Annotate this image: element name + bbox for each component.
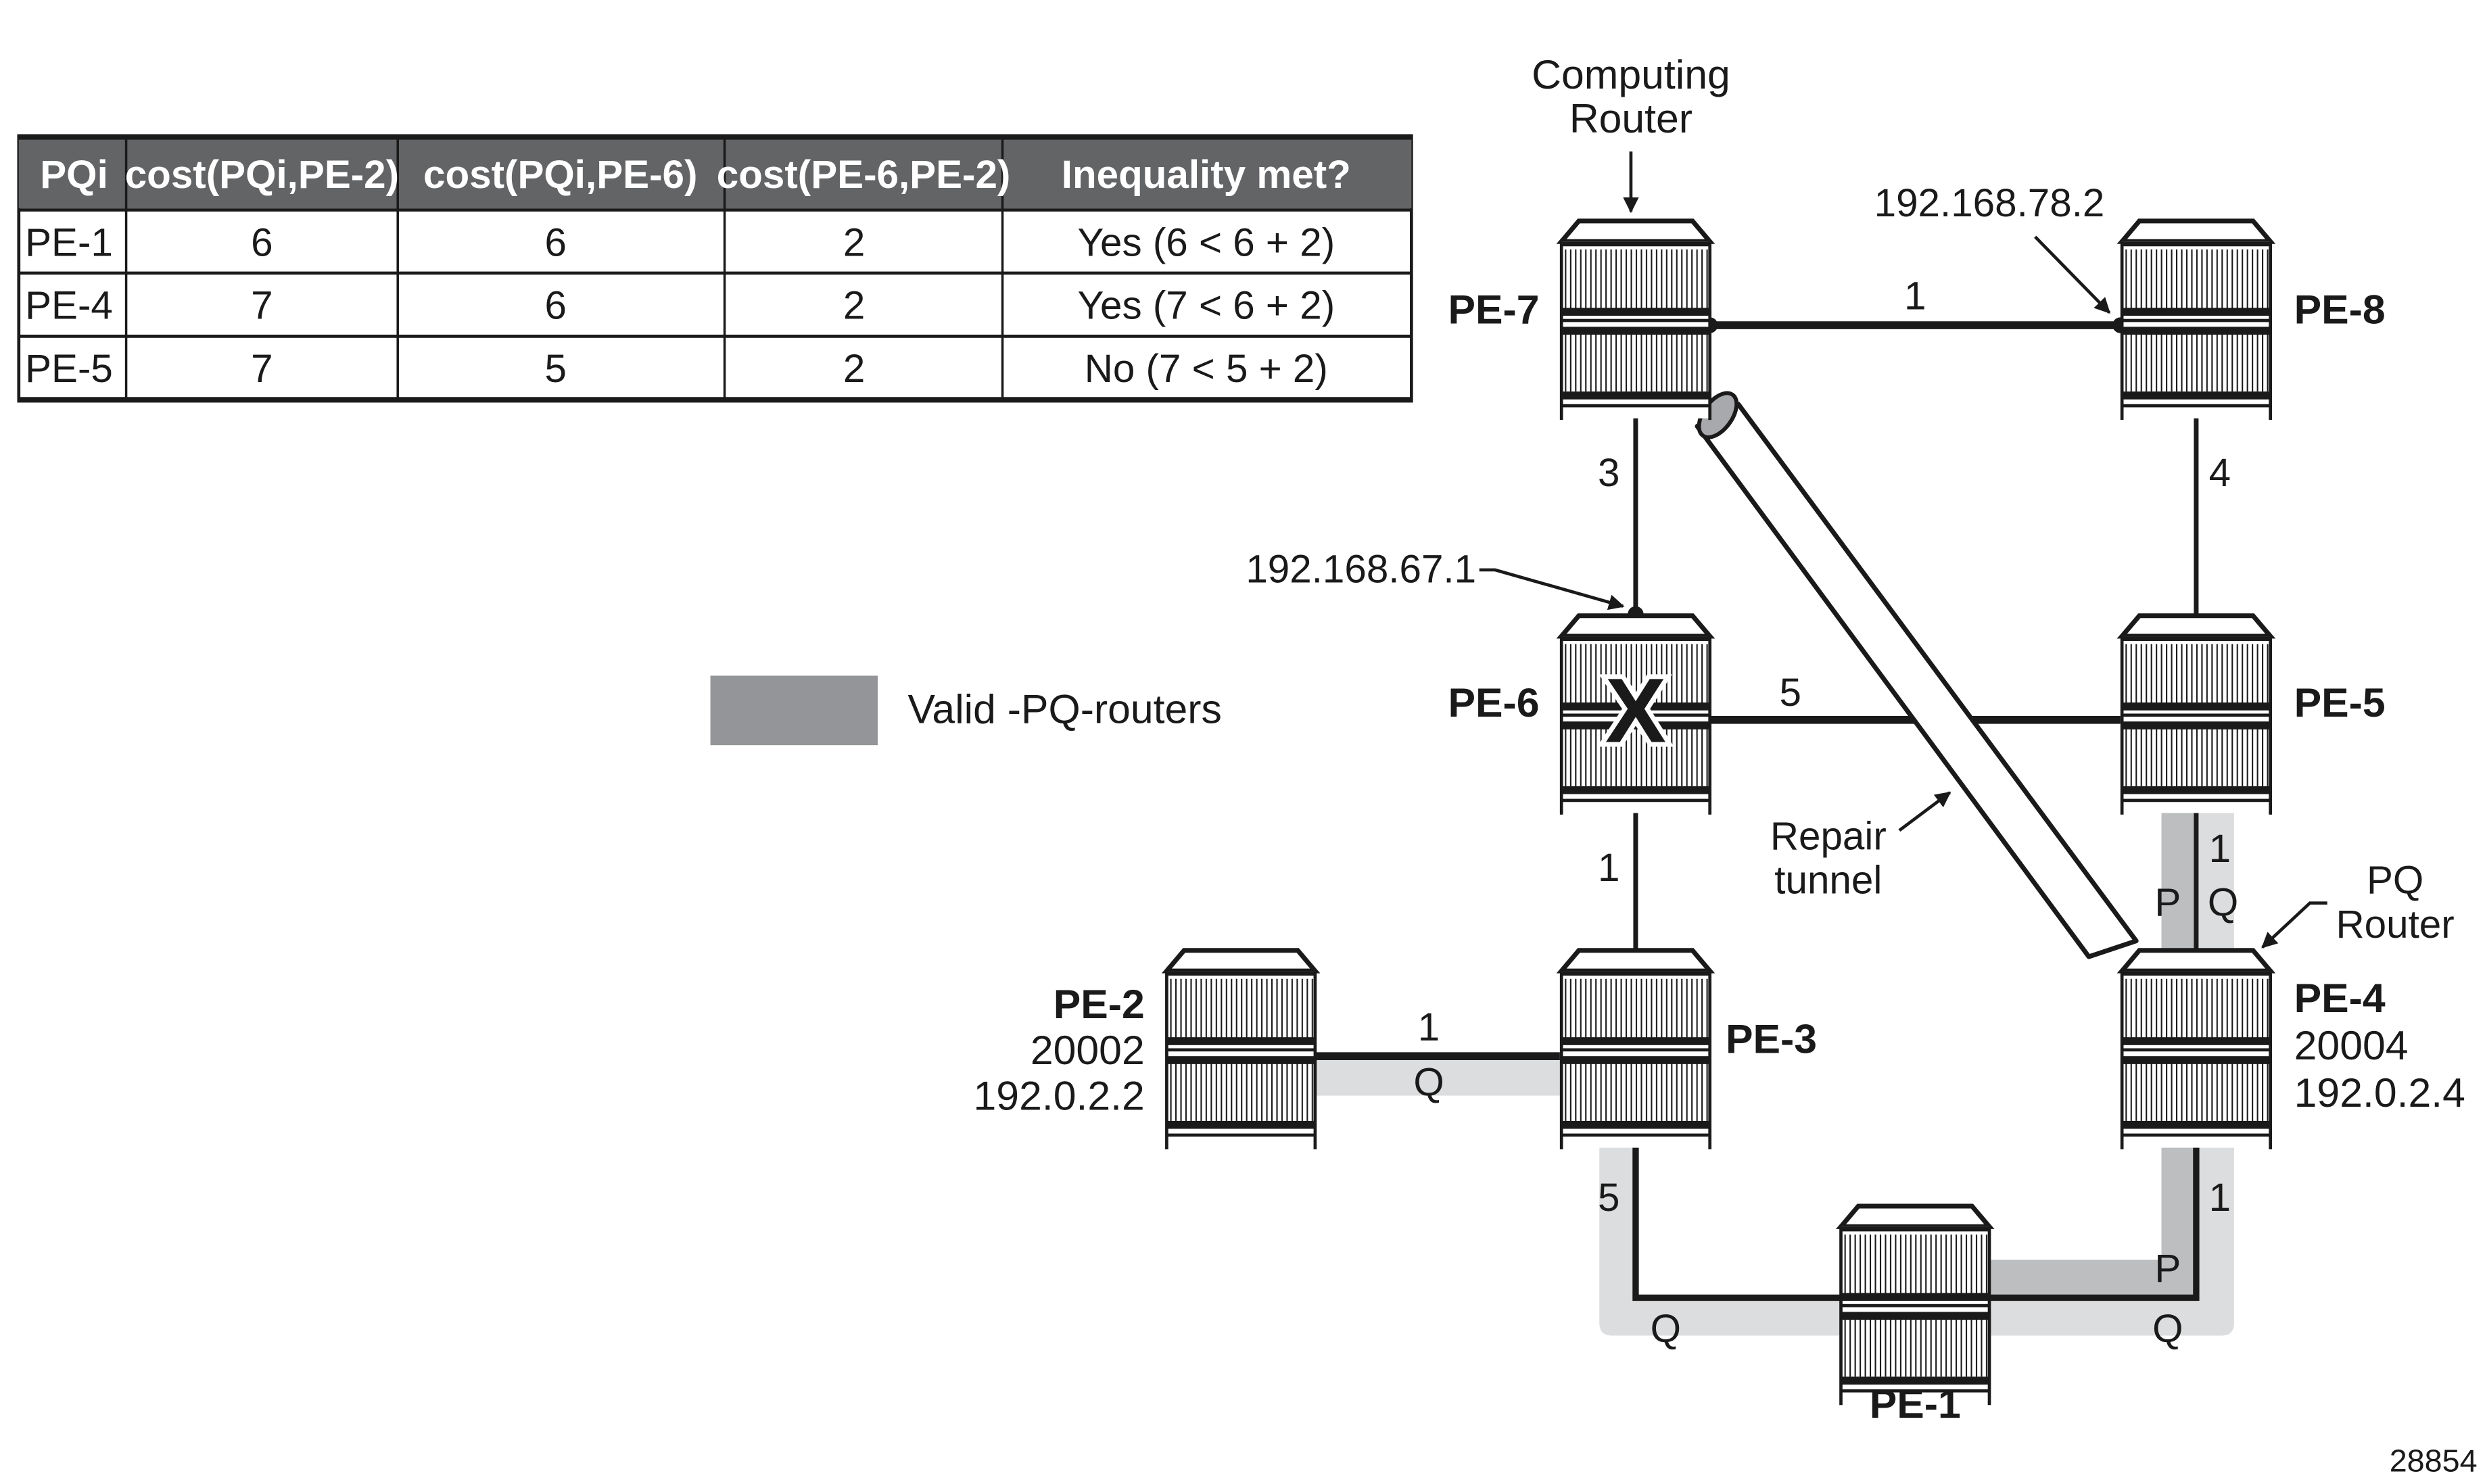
metric-pe7-pe8: 1	[1904, 274, 1926, 318]
pe8-interface-ip: 192.168.78.2	[1874, 181, 2105, 225]
table-header-cost-pe6-pe2: cost(PE-6,PE-2)	[717, 153, 1011, 197]
table-cell: No (7 < 5 + 2)	[1085, 347, 1328, 391]
router-pe7[interactable]	[1561, 221, 1710, 420]
metric-pe2-pe3: 1	[1418, 1005, 1440, 1049]
table-cell: 7	[251, 347, 273, 391]
pq-inequality-table: PQi cost(PQi,PE-2) cost(PQi,PE-6) cost(P…	[17, 134, 1413, 403]
router-sid-pe4: 20004	[2294, 1022, 2409, 1068]
q-marker: Q	[2208, 880, 2238, 924]
pq-router-label: Router	[2336, 903, 2455, 947]
table-row: PE-1 6 6 2 Yes (6 < 6 + 2)	[25, 220, 1335, 264]
computing-router-label: Computing	[1532, 51, 1730, 97]
metric-pe5-pe4: 1	[2209, 827, 2231, 871]
table-cell: 2	[843, 347, 865, 391]
table-cell: 5	[544, 347, 566, 391]
router-label-pe6: PE-6	[1448, 679, 1540, 725]
table-cell: PE-4	[25, 284, 113, 328]
legend-label: Valid -PQ-routers	[907, 686, 1221, 732]
table-cell: 6	[251, 220, 273, 264]
table-header-cost-pqi-pe6: cost(PQi,PE-6)	[423, 153, 697, 197]
router-pe8[interactable]	[2122, 221, 2271, 420]
table-cell: PE-5	[25, 347, 113, 391]
router-ip-pe2: 192.0.2.2	[974, 1073, 1145, 1119]
router-ip-pe4: 192.0.2.4	[2294, 1070, 2465, 1116]
table-row: PE-5 7 5 2 No (7 < 5 + 2)	[25, 347, 1328, 391]
repair-tunnel-label: Repair	[1770, 814, 1887, 858]
router-pe5[interactable]	[2122, 616, 2271, 815]
table-cell: PE-1	[25, 220, 113, 264]
router-label-pe8: PE-8	[2294, 287, 2386, 333]
router-pe1[interactable]	[1841, 1206, 1990, 1405]
link-pe4-pe1	[1989, 1128, 2200, 1301]
table-cell: 2	[843, 220, 865, 264]
table-header-bg	[18, 139, 1412, 209]
figure-id: 28854	[2390, 1443, 2478, 1478]
router-label-pe7: PE-7	[1448, 287, 1540, 333]
table-cell: 7	[251, 284, 273, 328]
pq-router-label: PQ	[2367, 859, 2423, 903]
router-pe2[interactable]	[1166, 951, 1315, 1149]
pe6-interface-ip: 192.168.67.1	[1246, 548, 1476, 592]
metric-pe6-pe3: 1	[1598, 846, 1619, 890]
metric-pe3-pe1: 5	[1598, 1176, 1619, 1220]
pq-router-arrow-icon	[2261, 901, 2327, 949]
table-cell: Yes (7 < 6 + 2)	[1077, 284, 1335, 328]
link-pe3-pe1	[1632, 1128, 1841, 1301]
router-label-pe5: PE-5	[2294, 679, 2386, 725]
router-pe4[interactable]	[2122, 951, 2271, 1149]
legend-swatch	[710, 675, 878, 746]
q-space-region	[1315, 1057, 1560, 1096]
table-header-inequality: Inequality met?	[1062, 153, 1351, 197]
table-cell: 6	[544, 220, 566, 264]
metric-pe8-pe5: 4	[2209, 451, 2231, 495]
router-label-pe2: PE-2	[1054, 981, 1145, 1027]
metric-pe6-pe5: 5	[1780, 671, 1801, 715]
q-marker: Q	[2152, 1307, 2183, 1351]
metric-pe4-pe1: 1	[2209, 1176, 2231, 1220]
table-cell: 2	[843, 284, 865, 328]
router-sid-pe2: 20002	[1031, 1027, 1145, 1073]
router-label-pe1: PE-1	[1870, 1381, 1961, 1427]
table-header-pqi: PQi	[40, 153, 108, 197]
router-pe3[interactable]	[1561, 951, 1710, 1149]
q-marker: Q	[1651, 1307, 1681, 1351]
p-marker: P	[2154, 1247, 2181, 1291]
failed-node-x-icon: X	[1605, 659, 1666, 762]
table-cell: 6	[544, 284, 566, 328]
repair-tunnel-label: tunnel	[1774, 859, 1882, 903]
repair-tunnel-arrow-icon	[1898, 791, 1951, 832]
pe8-ip-arrow-icon	[2034, 235, 2111, 314]
table-header-cost-pqi-pe2: cost(PQi,PE-2)	[125, 153, 399, 197]
router-label-pe4: PE-4	[2294, 975, 2386, 1021]
p-space-region	[2161, 797, 2196, 949]
pe6-ip-arrow-icon	[1479, 568, 1625, 611]
table-row: PE-4 7 6 2 Yes (7 < 6 + 2)	[25, 284, 1335, 328]
router-label-pe3: PE-3	[1726, 1016, 1817, 1062]
p-marker: P	[2154, 880, 2181, 924]
metric-pe7-pe6: 3	[1598, 451, 1619, 495]
computing-router-label: Router	[1569, 95, 1693, 141]
table-cell: Yes (6 < 6 + 2)	[1077, 220, 1335, 264]
repair-tunnel	[1695, 391, 2139, 959]
q-marker: Q	[1413, 1061, 1444, 1105]
router-pe6[interactable]: X	[1561, 616, 1710, 815]
legend: Valid -PQ-routers	[710, 675, 1222, 746]
